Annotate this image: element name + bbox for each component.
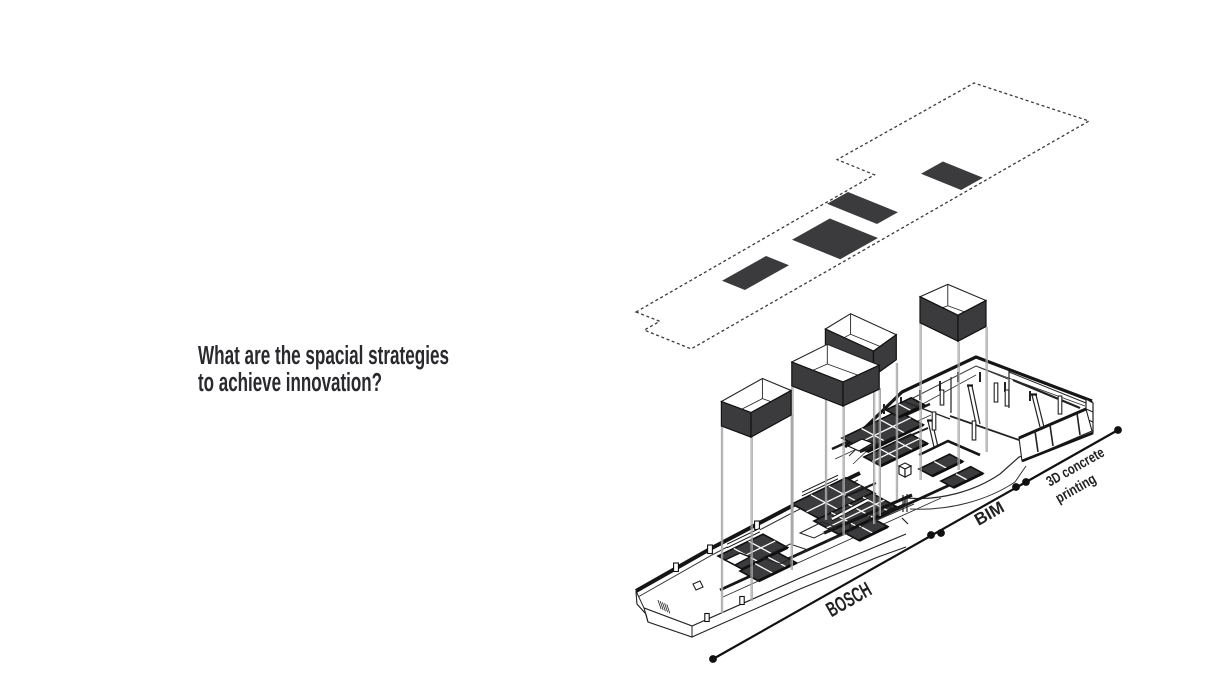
svg-text:to achieve innovation?: to achieve innovation? <box>198 369 382 397</box>
svg-text:What are the spacial strategie: What are the spacial strategies <box>198 342 449 370</box>
